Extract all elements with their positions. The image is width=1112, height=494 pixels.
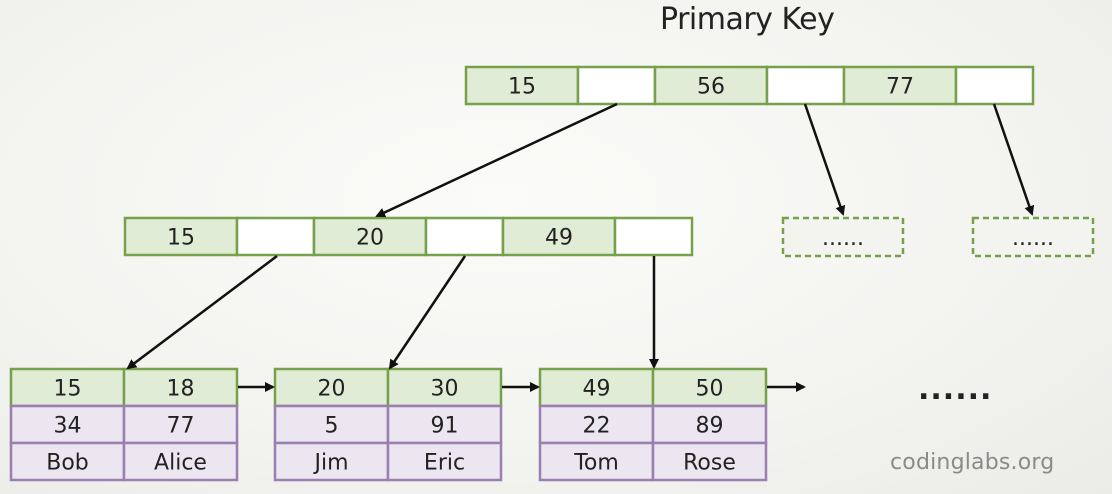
arrow-root-to-internal	[375, 102, 618, 218]
leaf-0-value-1: 77	[122, 404, 239, 445]
leaf-1-value-0: 5	[273, 404, 390, 445]
leaf-0-key-1: 18	[122, 367, 239, 408]
leaf-1-name-0-label: Jim	[312, 451, 348, 476]
internal-key-1-label: 20	[356, 226, 384, 251]
root-key-1: 56	[653, 65, 769, 106]
leaf-0-key-1-label: 18	[167, 377, 195, 402]
root-pointer-2	[954, 65, 1035, 106]
leaf-0-key-0-label: 15	[54, 377, 82, 402]
leaf-2-name-1-label: Rose	[683, 451, 736, 476]
placeholder-node-1-label: ......	[822, 226, 864, 251]
leaf-1-name-1: Eric	[386, 441, 503, 482]
internal-pointer-2	[613, 216, 694, 257]
internal-key-2: 49	[501, 216, 617, 257]
leaf-2-name-0-label: Tom	[573, 451, 619, 476]
arrow-root-to-placeholder-2	[992, 103, 1035, 216]
leaf-0-key-0: 15	[9, 367, 126, 408]
leaf-1-value-0-label: 5	[325, 414, 339, 439]
leaf-0-value-0: 34	[9, 404, 126, 445]
leaf-0-name-1-label: Alice	[154, 451, 207, 476]
root-key-2-label: 77	[886, 75, 914, 100]
leaf-0-value-0-label: 34	[54, 414, 82, 439]
leaf-2-value-0: 22	[538, 404, 655, 445]
leaf-0-name-0-label: Bob	[46, 451, 89, 476]
leaf-1-key-0: 20	[273, 367, 390, 408]
internal-pointer-1	[424, 216, 505, 257]
watermark-text: codinglabs.org	[890, 450, 1055, 475]
leaf-1-key-1-label: 30	[431, 377, 459, 402]
leaf-2-value-1: 89	[651, 404, 768, 445]
root-key-0-label: 15	[508, 75, 536, 100]
leaf-2-name-0: Tom	[538, 441, 655, 482]
leaf-2-key-1-label: 50	[696, 377, 724, 402]
placeholder-node-2-label: ......	[1012, 226, 1054, 251]
leaf-1-key-0-label: 20	[318, 377, 346, 402]
more-leaves-ellipsis: ......	[918, 372, 993, 407]
leaf-2-key-0-label: 49	[583, 377, 611, 402]
root-key-1-label: 56	[697, 75, 725, 100]
leaf-1-key-1: 30	[386, 367, 503, 408]
root-key-0: 15	[464, 65, 580, 106]
leaf-2-value-1-label: 89	[696, 414, 724, 439]
root-pointer-0	[576, 65, 657, 106]
leaf-1-value-1: 91	[386, 404, 503, 445]
internal-key-2-label: 49	[545, 226, 573, 251]
leaf-0-value-1-label: 77	[167, 414, 195, 439]
diagram-title: Primary Key	[660, 2, 835, 37]
placeholder-node-1: ......	[781, 216, 905, 258]
arrow-root-to-placeholder-1	[803, 103, 846, 216]
placeholder-node-2: ......	[971, 216, 1095, 258]
leaf-0-name-1: Alice	[122, 441, 239, 482]
leaf-1-name-1-label: Eric	[424, 451, 465, 476]
leaf-1-name-0: Jim	[273, 441, 390, 482]
leaf-2-key-0: 49	[538, 367, 655, 408]
leaf-0-name-0: Bob	[9, 441, 126, 482]
leaf-1-value-1-label: 91	[431, 414, 459, 439]
internal-key-1: 20	[312, 216, 428, 257]
root-key-2: 77	[842, 65, 958, 106]
internal-key-0: 15	[123, 216, 239, 257]
root-pointer-1	[765, 65, 846, 106]
leaf-2-key-1: 50	[651, 367, 768, 408]
leaf-2-value-0-label: 22	[583, 414, 611, 439]
leaf-2-name-1: Rose	[651, 441, 768, 482]
internal-pointer-0	[235, 216, 316, 257]
arrow-internal-to-leaf-1	[126, 255, 278, 370]
internal-key-0-label: 15	[167, 226, 195, 251]
arrow-internal-to-leaf-2	[388, 255, 467, 370]
